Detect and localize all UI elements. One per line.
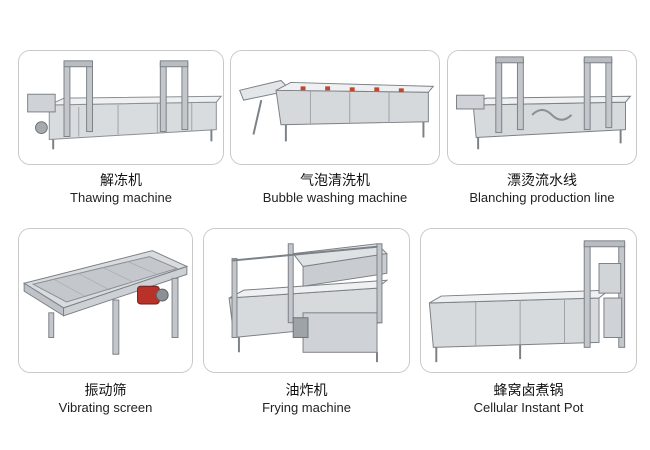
frying-machine-image (204, 229, 409, 372)
thawing-machine-image (19, 51, 223, 164)
frying-name-zh: 油炸机 (285, 383, 328, 399)
bubble-washing-card[interactable] (230, 50, 440, 165)
cellular-pot-name-en: Cellular Instant Pot (473, 400, 584, 416)
thawing-caption: 解冻机 Thawing machine (18, 173, 224, 206)
vibrating-screen-image (19, 229, 192, 372)
bubble-washing-name-en: Bubble washing machine (262, 190, 408, 206)
frying-caption: 油炸机 Frying machine (203, 383, 410, 416)
cellular-pot-caption: 蜂窝卤煮锅 Cellular Instant Pot (420, 383, 637, 416)
vibrating-caption: 振动筛 Vibrating screen (18, 383, 193, 416)
cellular-pot-card[interactable] (420, 228, 637, 373)
blanching-caption: 漂烫流水线 Blanching production line (447, 173, 637, 206)
frying-name-en: Frying machine (262, 400, 351, 416)
cellular-pot-image (421, 229, 636, 372)
thawing-name-zh: 解冻机 (100, 173, 142, 189)
thawing-card[interactable] (18, 50, 224, 165)
vibrating-name-en: Vibrating screen (58, 400, 153, 416)
blanching-name-zh: 漂烫流水线 (507, 173, 577, 189)
frying-card[interactable] (203, 228, 410, 373)
bubble-washing-machine-image (231, 51, 439, 164)
bubble-washing-name-zh: 气泡清洗机 (300, 173, 370, 189)
blanching-line-image (448, 51, 636, 164)
cellular-pot-name-zh: 蜂窝卤煮锅 (493, 383, 564, 399)
vibrating-name-zh: 振动筛 (84, 383, 127, 399)
vibrating-card[interactable] (18, 228, 193, 373)
blanching-card[interactable] (447, 50, 637, 165)
thawing-name-en: Thawing machine (70, 190, 172, 206)
blanching-name-en: Blanching production line (469, 190, 615, 206)
bubble-washing-caption: 气泡清洗机 Bubble washing machine (230, 173, 440, 206)
